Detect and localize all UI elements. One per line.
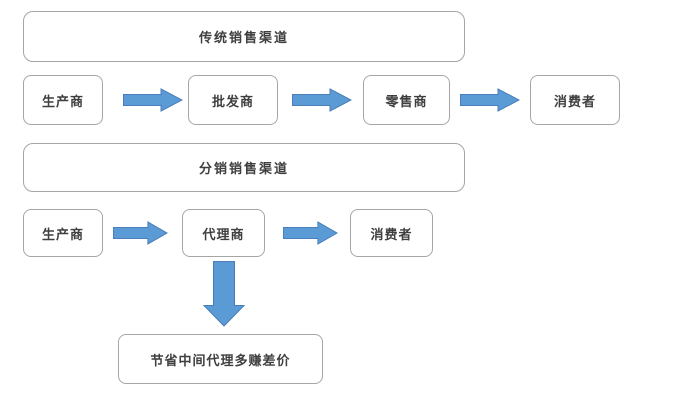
arrow-right-icon: [460, 88, 520, 112]
note-save-middleman: 节省中间代理多赚差价: [118, 334, 323, 384]
node-retailer: 零售商: [363, 75, 450, 125]
node-consumer-1: 消费者: [530, 75, 620, 125]
section-title-traditional: 传统销售渠道: [23, 11, 465, 62]
arrow-right-icon: [292, 88, 352, 112]
arrow-right-icon: [113, 221, 168, 245]
arrow-right-icon: [283, 221, 338, 245]
section-title-distribution: 分销销售渠道: [23, 143, 465, 192]
node-producer-2: 生产商: [23, 209, 103, 257]
arrow-down-icon: [203, 261, 245, 327]
node-producer-1: 生产商: [23, 75, 103, 125]
arrow-right-icon: [123, 88, 183, 112]
node-agent: 代理商: [182, 209, 265, 257]
node-wholesaler: 批发商: [188, 75, 278, 125]
node-consumer-2: 消费者: [350, 209, 433, 257]
